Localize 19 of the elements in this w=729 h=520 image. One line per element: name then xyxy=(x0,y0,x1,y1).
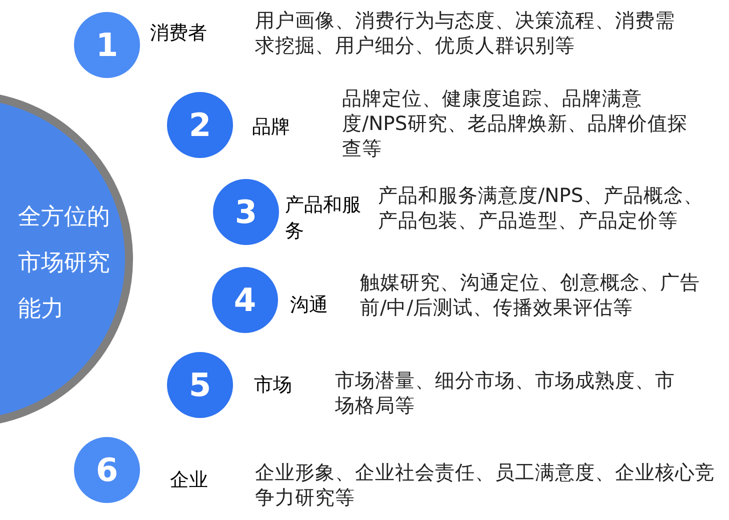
number-circle: 3 xyxy=(213,179,279,245)
category-label: 沟通 xyxy=(290,293,329,318)
description-text: 品牌定位、健康度追踪、品牌满意度/NPS研究、老品牌焕新、品牌价值探查等 xyxy=(342,86,688,161)
circle-title: 全方位的市场研究能力 xyxy=(18,203,111,324)
number-circle: 6 xyxy=(74,437,140,503)
number-circle: 2 xyxy=(167,92,233,158)
category-label: 消费者 xyxy=(150,21,208,46)
number-circle: 5 xyxy=(167,352,233,418)
number-circle: 1 xyxy=(74,12,140,78)
category-label: 品牌 xyxy=(252,115,291,140)
description-text: 用户画像、消费行为与态度、决策流程、消费需求挖掘、用户细分、优质人群识别等 xyxy=(255,8,675,58)
category-label: 市场 xyxy=(254,373,293,398)
number-circle: 4 xyxy=(212,267,278,333)
description-text: 触媒研究、沟通定位、创意概念、广告前/中/后测试、传播效果评估等 xyxy=(360,270,701,320)
category-label: 产品和服务 xyxy=(285,193,362,244)
category-label: 企业 xyxy=(170,468,209,493)
description-text: 产品和服务满意度/NPS、产品概念、产品包装、产品造型、产品定价等 xyxy=(378,183,704,233)
description-text: 市场潜量、细分市场、市场成熟度、市场格局等 xyxy=(335,368,676,418)
description-text: 企业形象、企业社会责任、员工满意度、企业核心竞争力研究等 xyxy=(255,460,716,510)
